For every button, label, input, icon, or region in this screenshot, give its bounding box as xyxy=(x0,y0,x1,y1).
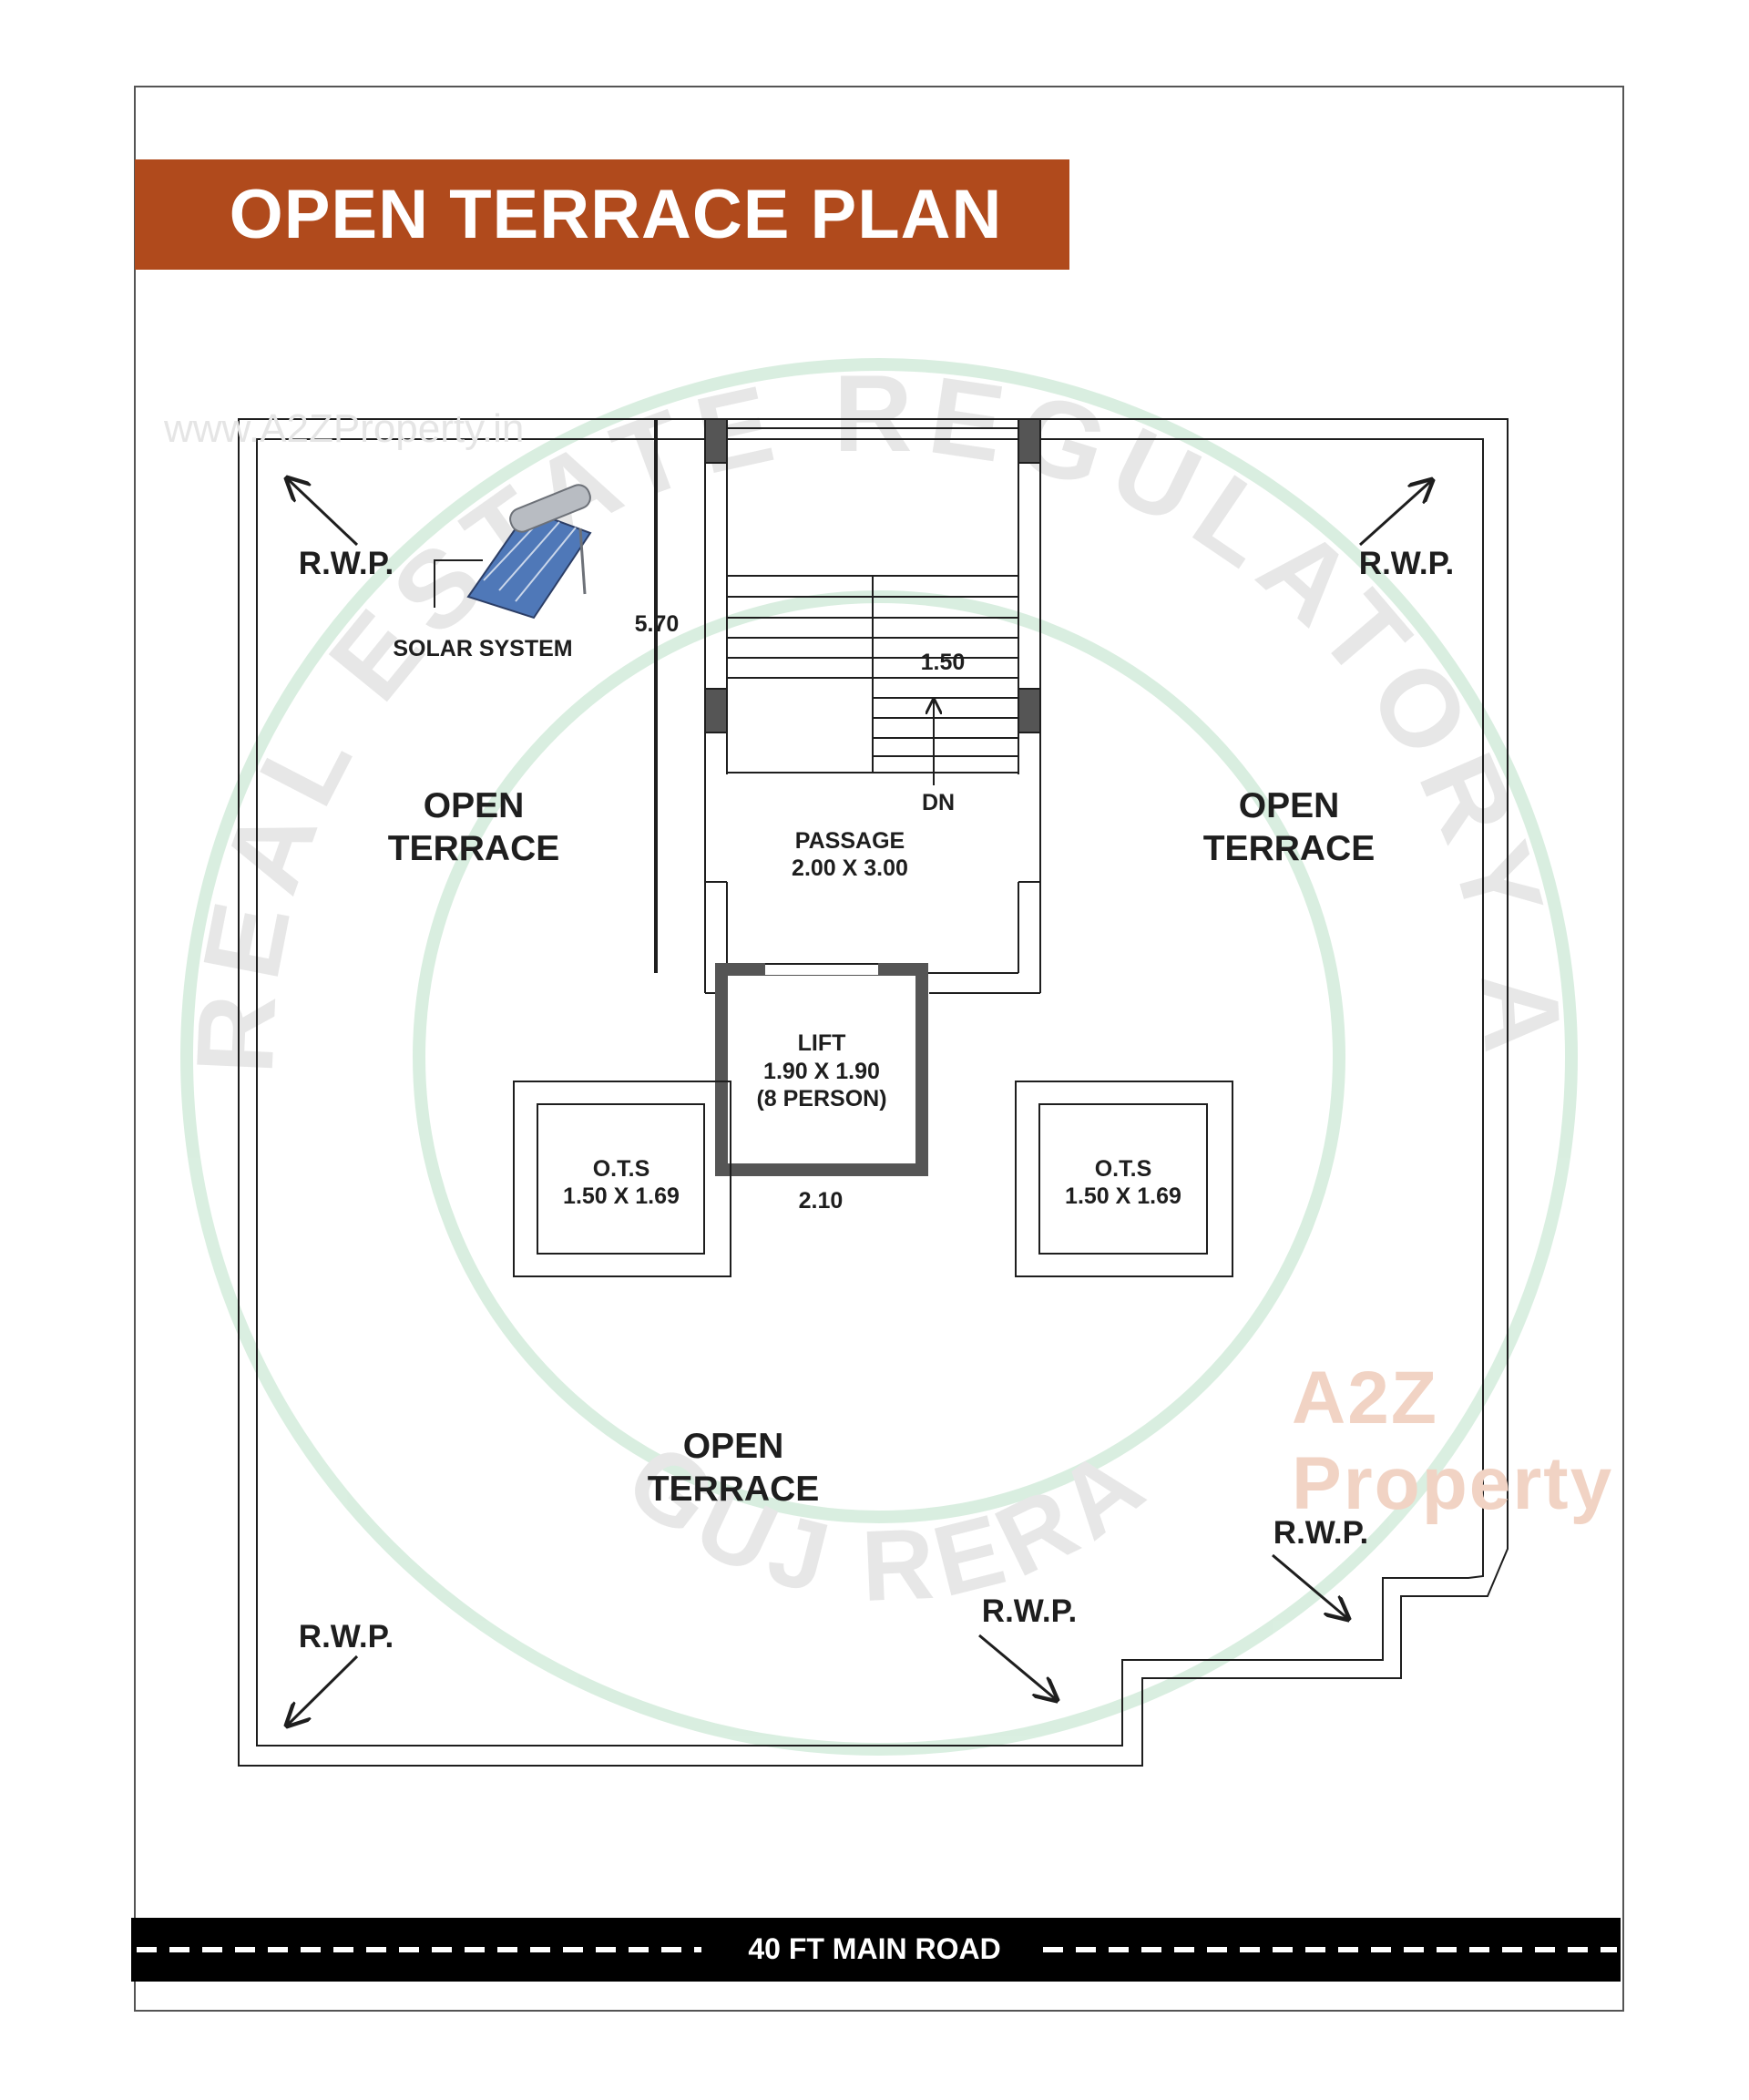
stair-length-dimension: 5.70 xyxy=(634,611,680,637)
terrace-right-label: OPEN TERRACE xyxy=(1202,786,1376,868)
rwp-label-bottom-left: R.W.P. xyxy=(298,1619,394,1654)
solar-system-label: SOLAR SYSTEM xyxy=(393,636,573,661)
rwp-label-bottom-middle: R.W.P. xyxy=(981,1593,1078,1629)
rwp-arrow-bottom-left xyxy=(287,1654,359,1726)
terrace-bottom-label: OPEN TERRACE xyxy=(647,1427,820,1509)
terrace-left-label: OPEN TERRACE xyxy=(387,786,560,868)
title-banner: OPEN TERRACE PLAN xyxy=(135,159,1069,270)
lift-shaft xyxy=(715,963,928,1176)
terrace-outer-boundary xyxy=(238,418,1509,1767)
staircase xyxy=(704,418,1041,993)
road-label: 40 FT MAIN ROAD xyxy=(748,1932,1001,1965)
ots-left-shaft xyxy=(513,1081,731,1277)
page-frame xyxy=(134,86,1624,2012)
url-watermark: www.A2ZProperty.in xyxy=(164,406,525,451)
passage-label: PASSAGE 2.00 X 3.00 xyxy=(792,828,908,881)
rwp-arrow-bottom-right xyxy=(1272,1553,1348,1619)
parapet-inner-line xyxy=(256,438,1484,1747)
solar-heater-icon xyxy=(434,484,592,620)
rwp-arrow-top-left xyxy=(287,478,359,547)
ots-left-label: O.T.S 1.50 X 1.69 xyxy=(563,1156,680,1209)
lift-label: LIFT 1.90 X 1.90 (8 PERSON) xyxy=(756,1030,887,1111)
ots-right-label: O.T.S 1.50 X 1.69 xyxy=(1065,1156,1181,1209)
rwp-label-top-left: R.W.P. xyxy=(298,546,394,581)
ots-right-shaft xyxy=(1015,1081,1233,1277)
stair-down-label: DN xyxy=(921,790,956,815)
page-title: OPEN TERRACE PLAN xyxy=(229,176,1003,253)
rwp-arrow-bottom-middle xyxy=(978,1634,1057,1700)
lift-width-dimension: 2.10 xyxy=(798,1188,844,1214)
rwp-arrow-top-right xyxy=(1358,480,1432,547)
rwp-label-top-right: R.W.P. xyxy=(1358,546,1455,581)
rwp-label-bottom-right: R.W.P. xyxy=(1273,1515,1369,1551)
brand-watermark: A2Z Property xyxy=(1292,1357,1614,1525)
rwp-arrows xyxy=(287,478,1432,1726)
stair-width-dimension: 1.50 xyxy=(920,650,966,675)
